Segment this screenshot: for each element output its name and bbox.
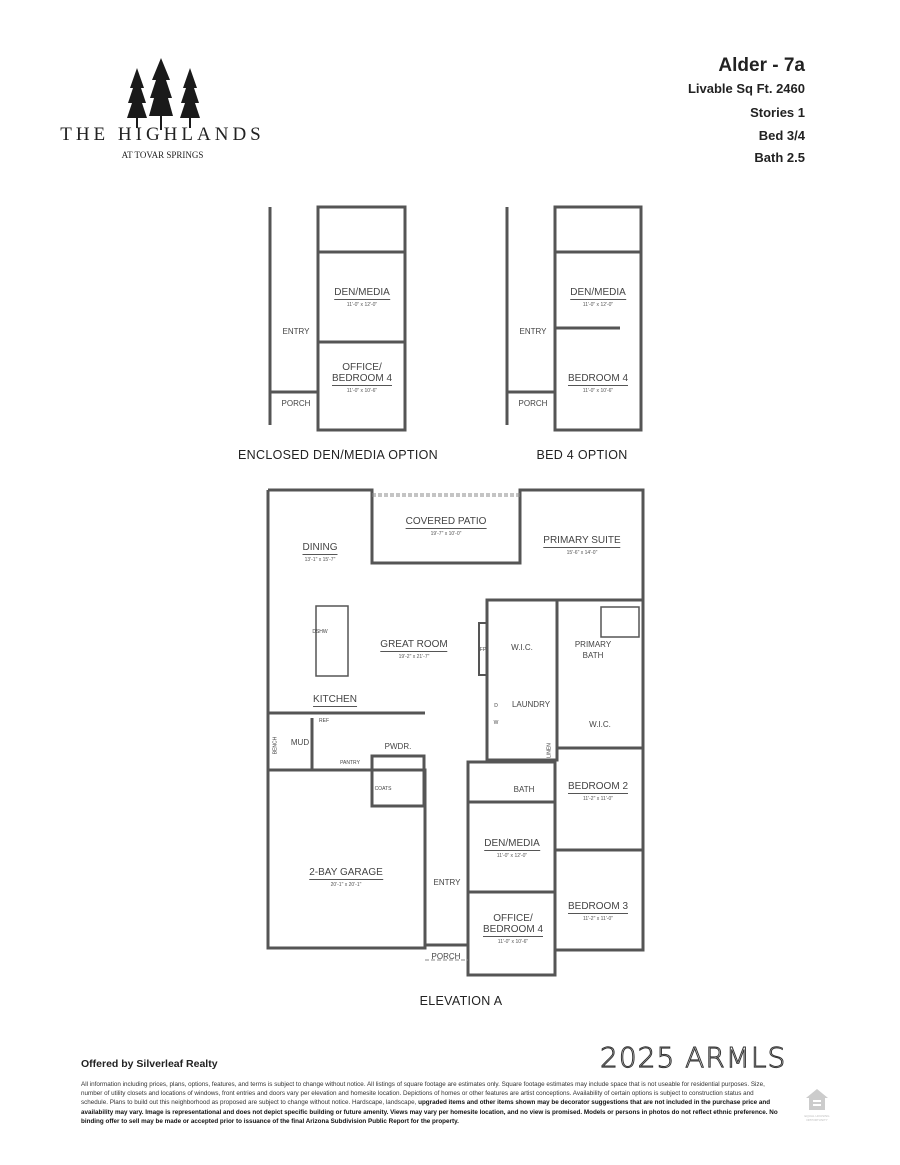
- dryer-label: D: [494, 703, 498, 709]
- watermark: 2025 ARMLS: [599, 1041, 787, 1074]
- brand-name: THE HIGHLANDS: [60, 124, 265, 145]
- room-kitchen: KITCHEN: [313, 694, 357, 707]
- elevation-caption: ELEVATION A: [419, 994, 503, 1008]
- room-pantry: PANTRY: [340, 760, 360, 766]
- room-laundry: LAUNDRY: [511, 700, 551, 709]
- offered-by: Offered by Silverleaf Realty: [81, 1058, 218, 1070]
- enclosed-den-option-plan: [268, 205, 407, 432]
- bench-label: BENCH: [272, 736, 279, 755]
- equal-housing-opportunity-icon: [806, 1089, 828, 1110]
- room-mud: MUD: [290, 738, 310, 747]
- linen-label: LINEN: [546, 743, 553, 758]
- livable-sqft: Livable Sq Ft. 2460: [687, 81, 805, 96]
- room-wic-2: W.I.C.: [589, 720, 611, 729]
- brand-subtitle: AT TOVAR SPRINGS: [121, 150, 204, 160]
- room-porch: PORCH: [431, 952, 461, 961]
- stories: Stories 1: [750, 105, 805, 120]
- room-entry: ENTRY: [433, 878, 461, 887]
- room-bath: BATH: [513, 785, 535, 794]
- room-porch: PORCH: [281, 399, 311, 408]
- room-wic: W.I.C.: [511, 643, 533, 652]
- bathrooms: Bath 2.5: [754, 150, 805, 165]
- bed4-option-caption: BED 4 OPTION: [536, 448, 628, 462]
- enclosed-den-option-caption: ENCLOSED DEN/MEDIA OPTION: [238, 448, 438, 462]
- bed4-option-plan: [505, 205, 643, 432]
- washer-label: W: [493, 720, 499, 726]
- room-porch: PORCH: [518, 399, 548, 408]
- fireplace-label: FP: [479, 647, 487, 653]
- coats-label: COATS: [374, 786, 392, 792]
- bedrooms: Bed 3/4: [758, 128, 805, 143]
- room-powder: PWDR.: [384, 742, 412, 751]
- room-entry: ENTRY: [282, 327, 310, 336]
- refrigerator-label: REF: [319, 718, 329, 724]
- room-entry: ENTRY: [519, 327, 547, 336]
- main-floor-plan: [266, 488, 645, 977]
- disclaimer: All information including prices, plans,…: [81, 1081, 778, 1125]
- dishwasher-label: DSHW: [312, 629, 328, 635]
- model-name: Alder - 7a: [718, 55, 805, 76]
- pine-trees-icon: [127, 58, 200, 130]
- eho-text: EQUAL HOUSING OPPORTUNITY: [804, 1114, 830, 1122]
